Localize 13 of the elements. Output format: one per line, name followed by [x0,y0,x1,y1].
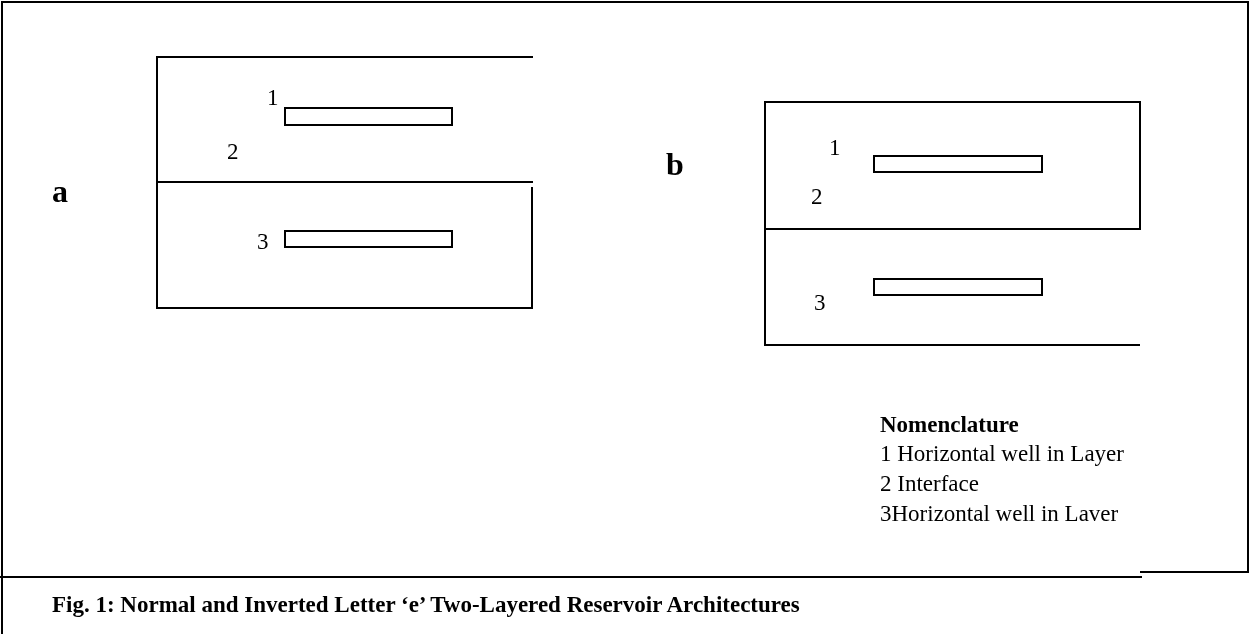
panel-letter: a [52,175,68,207]
callout-number: 1 [829,136,841,159]
callout-number: 1 [267,86,279,109]
legend-item: 3Horizontal well in Laver [880,502,1119,525]
legend-heading: Nomenclature [880,413,1019,436]
callout-number: 3 [814,291,826,314]
callout-number: 3 [257,230,269,253]
figure-caption: Fig. 1: Normal and Inverted Letter ‘e’ Two-Layered Reservoir Architectures [52,593,800,616]
panel-letter: b [666,148,684,180]
callout-number: 2 [811,185,823,208]
callout-number: 2 [227,140,239,163]
legend-item: 2 Interface [880,472,979,495]
legend-item: 1 Horizontal well in Layer [880,442,1124,465]
